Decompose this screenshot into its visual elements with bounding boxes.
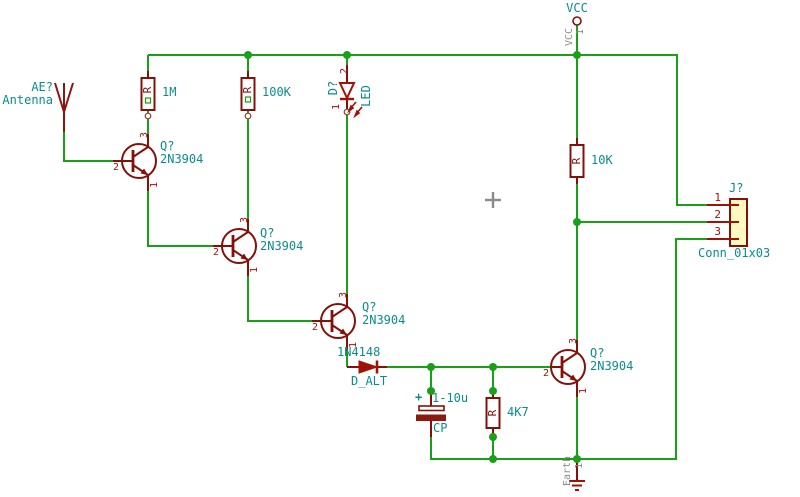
q1-pin-c: 3 (139, 131, 150, 139)
connector-pin2-number: 2 (714, 208, 721, 221)
r10k-ref[interactable]: R (570, 157, 583, 165)
r1m-value[interactable]: 1M (162, 85, 177, 99)
diode-name[interactable]: D_ALT (351, 374, 388, 388)
wires[interactable] (63, 25, 707, 460)
antenna-value[interactable]: Antenna (2, 93, 53, 107)
r100k-ref[interactable]: R (241, 86, 254, 94)
wire-vcc-rail-to-pin1[interactable] (148, 54, 707, 206)
r100k-value[interactable]: 100K (262, 85, 291, 99)
q1-pin-b: 2 (113, 162, 120, 173)
antenna-ref[interactable]: AE? (31, 80, 53, 94)
resistor-10k-body[interactable] (569, 144, 585, 178)
vcc-hidden-pin-name: VCC (564, 27, 575, 47)
q2-value[interactable]: 2N3904 (260, 239, 304, 253)
q3-pin-b: 2 (312, 322, 319, 333)
led-value[interactable]: LED (359, 85, 373, 107)
antenna-symbol[interactable] (54, 82, 74, 132)
connector-ref[interactable]: J? (729, 181, 744, 195)
led-pin2-number: 2 (339, 67, 350, 75)
pin-stubs (113, 65, 578, 481)
r10k-value[interactable]: 10K (591, 153, 613, 167)
resistor-100k-body[interactable] (240, 77, 256, 111)
wire-q1e-to-q2b[interactable] (147, 191, 213, 247)
cap-value[interactable]: 1-10u (432, 391, 469, 405)
earth-symbol[interactable] (569, 480, 585, 491)
connector-pin3-number: 3 (714, 225, 721, 238)
resistors[interactable] (140, 77, 585, 429)
connector-value[interactable]: Conn_01x03 (698, 246, 771, 260)
r1m-ref[interactable]: R (141, 86, 154, 94)
vcc-hidden-pin-number: 1 (575, 28, 586, 36)
transistor-q4[interactable] (550, 349, 586, 385)
q1-pin-e: 1 (149, 181, 160, 189)
q1-ref[interactable]: Q? (160, 139, 175, 153)
diode-value[interactable]: 1N4148 (337, 345, 381, 359)
led-ref[interactable]: D? (326, 80, 340, 96)
transistor-q2[interactable] (221, 228, 257, 264)
resistor-1m-body[interactable] (140, 77, 156, 111)
transistor-q3[interactable] (320, 303, 356, 339)
diode-symbol[interactable] (358, 360, 379, 374)
q4-pin-c: 3 (568, 337, 579, 345)
q4-ref[interactable]: Q? (590, 346, 605, 360)
r4k7-ref[interactable]: R (486, 409, 499, 417)
capacitor-symbol[interactable] (416, 405, 446, 421)
vcc-label[interactable]: VCC (566, 1, 588, 15)
cap-polarity: + (415, 390, 423, 404)
q3-ref[interactable]: Q? (362, 300, 377, 314)
wire-end-marker (144, 97, 152, 104)
q2-pin-c: 3 (239, 216, 250, 224)
transistors[interactable] (121, 143, 586, 385)
resistor-4k7-body[interactable] (485, 397, 501, 429)
connector-symbol[interactable] (707, 198, 748, 247)
earth-hidden-pin-name: Earth (562, 455, 573, 487)
pin-end-marker (144, 112, 152, 120)
wire-antenna-to-q1b[interactable] (63, 132, 113, 162)
led-light-arrows (347, 101, 363, 119)
led-symbol[interactable] (338, 82, 363, 119)
q3-value[interactable]: 2N3904 (362, 313, 406, 327)
r4k7-value[interactable]: 4K7 (507, 405, 529, 419)
q2-pin-e: 1 (249, 266, 260, 274)
junction-dots (244, 51, 581, 463)
wire-pin3-to-ground-rail[interactable] (430, 238, 707, 460)
q3-pin-c: 3 (338, 291, 349, 299)
pin-end-marker (244, 112, 252, 120)
wire-q2e-to-q3b[interactable] (247, 276, 312, 322)
q2-pin-b: 2 (213, 247, 220, 258)
wire-end-marker (244, 96, 252, 103)
vcc-symbol[interactable] (572, 16, 582, 26)
q2-ref[interactable]: Q? (260, 226, 275, 240)
q4-value[interactable]: 2N3904 (590, 359, 634, 373)
cap-ref[interactable]: CP (433, 421, 448, 435)
led-pin1-number: 1 (331, 103, 342, 111)
q4-pin-b: 2 (543, 368, 550, 379)
cursor-crosshair (485, 192, 501, 208)
q4-pin-e: 1 (578, 387, 589, 395)
connector-pin1-number: 1 (714, 191, 721, 204)
transistor-q1[interactable] (121, 143, 157, 179)
earth-hidden-pin-number: 1 (574, 462, 585, 470)
q1-value[interactable]: 2N3904 (160, 152, 204, 166)
